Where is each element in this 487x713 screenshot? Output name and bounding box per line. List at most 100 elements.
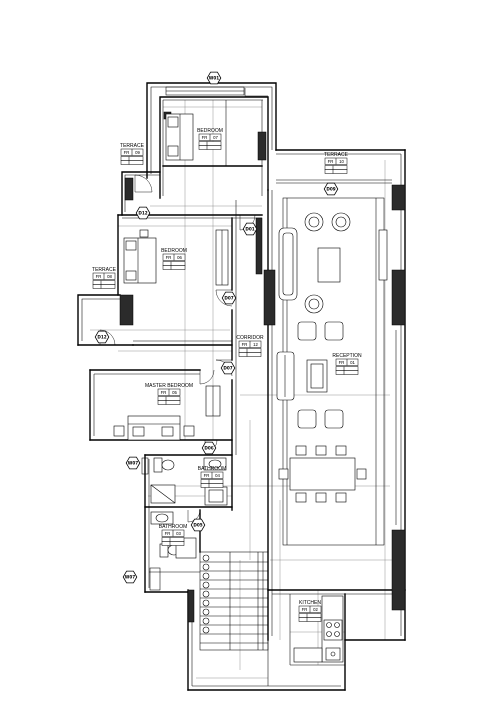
opening-tag: W07 [122, 570, 138, 584]
room-name: TERRACE [324, 152, 349, 158]
opening-tag-code: W01 [209, 76, 220, 81]
toilet [153, 457, 175, 473]
column [119, 294, 134, 326]
room-tag-number: 03 [176, 531, 181, 536]
opening-tag-code: D05 [193, 523, 202, 528]
opening-tag-code: W07 [125, 575, 136, 580]
room-tag-prefix: FR [165, 531, 171, 536]
room-name: BEDROOM [161, 248, 187, 254]
hexagon-tag-shape [94, 330, 110, 344]
wardrobe [215, 229, 229, 286]
cooktop [323, 619, 343, 641]
room-name: BEDROOM [197, 128, 223, 134]
finish-code-box [161, 537, 185, 542]
bed [113, 415, 195, 441]
room-tag-prefix: FR [328, 159, 334, 164]
sofa [278, 227, 298, 301]
finish-code-box [161, 541, 185, 546]
armchair [297, 409, 344, 429]
room-tag-prefix: FR [242, 342, 248, 347]
door-swing [199, 369, 215, 385]
hexagon-tag-shape [220, 361, 236, 375]
column [391, 184, 406, 211]
opening-tag: D07 [220, 361, 236, 375]
opening-tag: D01 [242, 222, 258, 236]
room-name: BATHROOM [198, 466, 227, 472]
room-tag-number: 05 [172, 390, 177, 395]
armchair [297, 321, 344, 341]
room-tag-number: 10 [339, 159, 344, 164]
finish-code-box [324, 169, 348, 174]
finish-code-box [162, 261, 186, 266]
room-tag-prefix: FR [339, 360, 345, 365]
column [257, 131, 267, 161]
door-swing [215, 289, 233, 307]
room-name: TERRACE [120, 143, 145, 149]
opening-tag-code: D07 [223, 366, 232, 371]
finish-code-box [120, 160, 144, 165]
opening-tag: D12 [94, 330, 110, 344]
room-tag-prefix: FR [166, 255, 172, 260]
finish-code-box [238, 348, 262, 353]
room-tag-number: 01 [350, 360, 355, 365]
coffee-table [306, 359, 328, 393]
opening-tag: D09 [323, 182, 339, 196]
room-tag-prefix: FR [96, 274, 102, 279]
room-tag-prefix: FR [202, 135, 208, 140]
finish-code-box [162, 265, 186, 270]
hexagon-tag-shape [122, 570, 138, 584]
room-name: KITCHEN [299, 600, 321, 606]
opening-tag-code: D12 [97, 335, 106, 340]
finish-code-box [324, 165, 348, 170]
opening-tag: W07 [125, 456, 141, 470]
opening-tag: D05 [190, 518, 206, 532]
hexagon-tag-shape [242, 222, 258, 236]
washbasin [203, 457, 227, 471]
coffee-table [317, 247, 341, 283]
room-tag-number: 08 [107, 274, 112, 279]
room-tag-number: 06 [177, 255, 182, 260]
door-swing [134, 174, 153, 193]
finish-code-box [198, 141, 222, 146]
sink [325, 647, 341, 661]
finish-code-box [198, 145, 222, 150]
finish-code-box [92, 280, 116, 285]
room-tag-prefix: FR [124, 150, 130, 155]
finish-code-box [200, 483, 224, 488]
window [149, 567, 161, 591]
finish-code-box [238, 352, 262, 357]
washbasin [150, 511, 174, 525]
wardrobe [205, 385, 221, 417]
staircase [199, 551, 269, 651]
sofa [276, 351, 295, 401]
finish-code-box [335, 370, 359, 375]
opening-tag: D06 [201, 441, 217, 455]
shower-tray [150, 484, 176, 504]
finish-code-box [157, 400, 181, 405]
opening-tag-code: D09 [326, 187, 335, 192]
room-name: BATHROOM [159, 524, 188, 530]
finish-code-box [335, 366, 359, 371]
column [255, 217, 263, 275]
window [141, 457, 149, 475]
hexagon-tag-shape [323, 182, 339, 196]
room-name: RECEPTION [332, 353, 362, 359]
armchair [331, 212, 351, 232]
room-tag-number: 12 [253, 342, 258, 347]
opening-tag: D07 [221, 291, 237, 305]
room-tag-number: 09 [135, 150, 140, 155]
column [263, 269, 276, 326]
hexagon-tag-shape [201, 441, 217, 455]
room-tag-prefix: FR [302, 607, 308, 612]
finish-code-box [120, 156, 144, 161]
